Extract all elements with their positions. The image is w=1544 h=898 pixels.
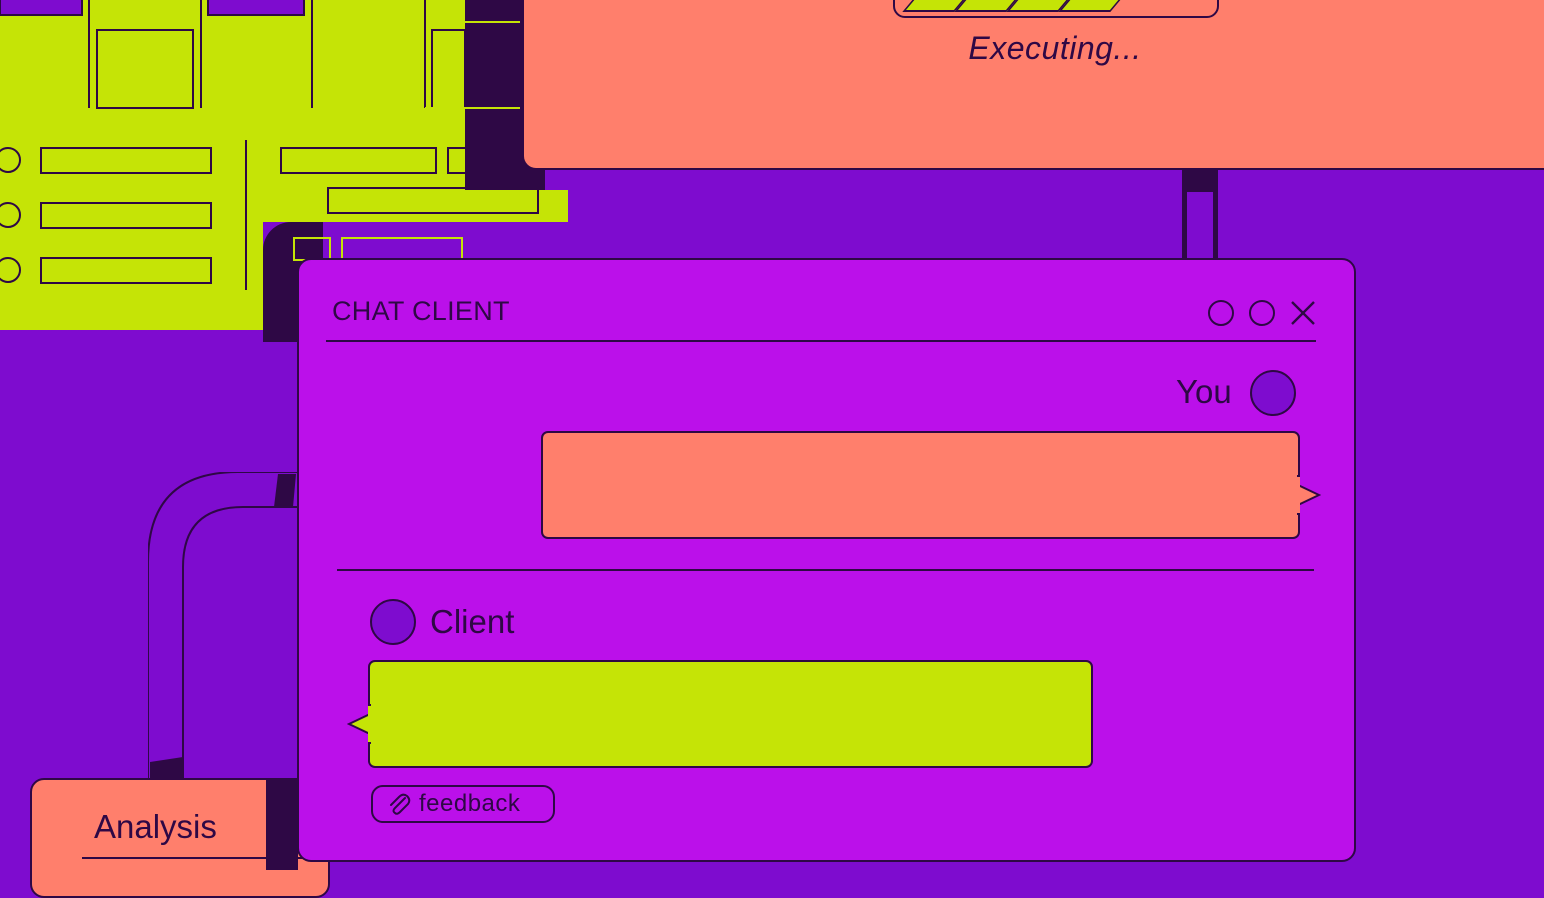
progress-segment — [1058, 0, 1124, 12]
wireframe-panel — [0, 0, 570, 330]
sender-name-you: You — [1176, 373, 1232, 410]
pipe-connector — [147, 471, 309, 793]
bubble-tail-left — [346, 704, 371, 744]
avatar-client[interactable] — [370, 599, 416, 645]
message-bubble-you — [541, 431, 1300, 539]
sender-name-client: Client — [430, 603, 515, 640]
analysis-divider — [266, 780, 298, 870]
message-bubble-client — [368, 660, 1093, 768]
executing-window — [522, 0, 1544, 170]
avatar-you[interactable] — [1250, 370, 1296, 416]
analysis-tab[interactable]: Analysis — [94, 808, 217, 845]
analysis-underline — [82, 857, 304, 859]
paperclip-icon — [387, 792, 411, 816]
title-divider — [326, 340, 1316, 342]
attachment-label: feedback — [419, 790, 521, 817]
maximize-button[interactable] — [1249, 300, 1275, 326]
message-divider — [337, 569, 1314, 571]
progress-bar — [893, 0, 1219, 18]
feedback-attachment-chip[interactable]: feedback — [371, 785, 555, 823]
close-icon — [1291, 301, 1315, 325]
chat-window — [297, 258, 1356, 862]
bubble-tail-right — [1297, 475, 1322, 515]
executing-status: Executing... — [968, 30, 1142, 66]
chat-window-title: CHAT CLIENT — [332, 296, 510, 326]
minimize-button[interactable] — [1208, 300, 1234, 326]
close-button[interactable] — [1289, 299, 1317, 327]
